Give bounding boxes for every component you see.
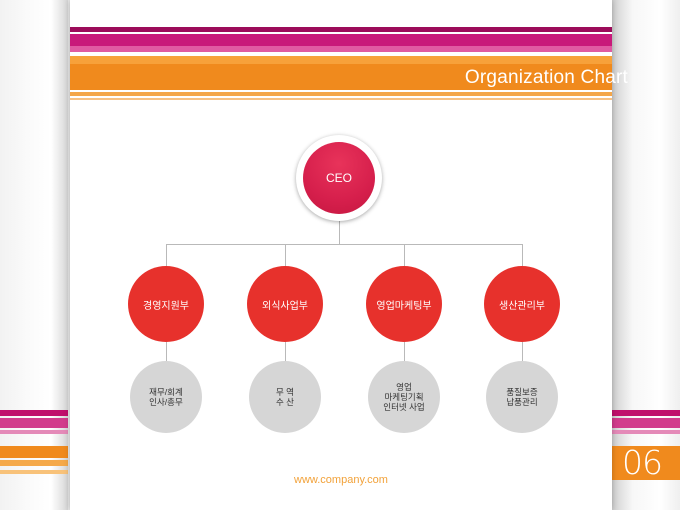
sub-node-management: 재무/회계 인사/총무 (130, 361, 202, 433)
dept-connector-2 (285, 244, 286, 266)
dept-label: 경영지원부 (143, 300, 189, 312)
page-number: 06 (622, 443, 663, 482)
horizontal-connector (166, 244, 522, 245)
dept-node-management: 경영지원부 (128, 266, 204, 342)
sub-node-food-service: 무 역 수 산 (249, 361, 321, 433)
right-page-edge (612, 0, 680, 510)
slide-title: Organization Chart (464, 67, 628, 88)
dept-label: 영업마케팅부 (376, 300, 432, 312)
sub-connector-2 (285, 342, 286, 361)
footer-url: www.company.com (294, 474, 388, 486)
sub-label: 재무/회계 인사/총무 (149, 387, 183, 407)
sub-label: 품질보증 납품관리 (506, 387, 538, 407)
sub-node-sales-marketing: 영업 마케팅기획 인터넷 사업 (368, 361, 440, 433)
ceo-label: CEO (325, 171, 352, 185)
sub-connector-4 (522, 342, 523, 361)
dept-connector-3 (404, 244, 405, 266)
ceo-connector (339, 221, 340, 244)
header-band (70, 27, 612, 32)
ceo-node: CEO (303, 142, 375, 214)
dept-connector-4 (522, 244, 523, 266)
dept-label: 외식사업부 (262, 300, 308, 312)
left-page-edge (0, 0, 68, 510)
sub-connector-3 (404, 342, 405, 361)
sub-label: 무 역 수 산 (275, 387, 294, 407)
dept-node-food-service: 외식사업부 (247, 266, 323, 342)
sub-node-production: 품질보증 납품관리 (486, 361, 558, 433)
sub-label: 영업 마케팅기획 인터넷 사업 (383, 382, 425, 412)
sub-connector-1 (166, 342, 167, 361)
dept-connector-1 (166, 244, 167, 266)
dept-node-production: 생산관리부 (484, 266, 560, 342)
dept-node-sales-marketing: 영업마케팅부 (366, 266, 442, 342)
dept-label: 생산관리부 (499, 300, 545, 312)
